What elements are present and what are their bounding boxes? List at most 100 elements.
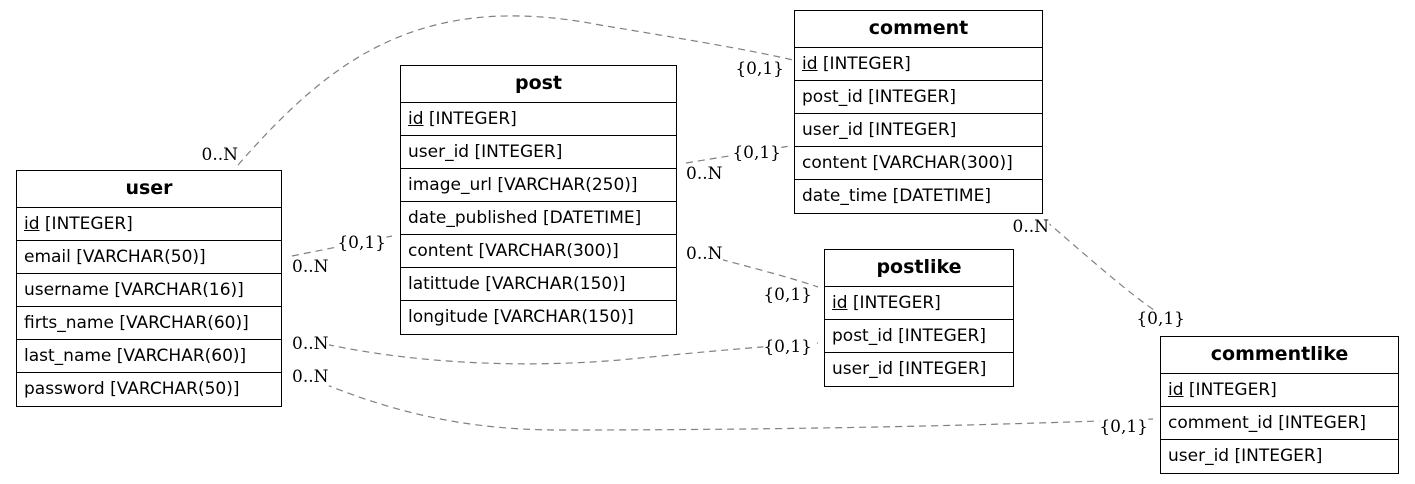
attribute-row-content: content [VARCHAR(300)] xyxy=(795,147,1042,180)
attribute-row-user-id: user_id [INTEGER] xyxy=(825,353,1013,386)
attribute-name: user_id xyxy=(832,359,894,379)
attribute-name: firts_name xyxy=(24,313,114,333)
attribute-type: [VARCHAR(300)] xyxy=(872,153,1013,173)
entity-title: commentlike xyxy=(1161,337,1398,374)
attribute-name: password xyxy=(24,379,105,399)
cardinality-many-label: 0..N xyxy=(1012,217,1049,237)
attribute-type: [INTEGER] xyxy=(898,359,987,379)
cardinality-optional-label: {0,1} xyxy=(735,59,784,79)
attribute-row-id: id [INTEGER] xyxy=(1161,374,1398,407)
attribute-type: [VARCHAR(50)] xyxy=(76,247,206,267)
attribute-name: latittude xyxy=(408,274,480,294)
primary-key-name: id xyxy=(24,214,40,234)
attribute-name: post_id xyxy=(802,87,863,107)
cardinality-many-label: 0..N xyxy=(292,257,329,277)
attribute-name: comment_id xyxy=(1168,413,1273,433)
attribute-row-content: content [VARCHAR(300)] xyxy=(401,235,676,268)
primary-key-name: id xyxy=(802,54,818,74)
attribute-type: [VARCHAR(50)] xyxy=(110,379,240,399)
attribute-type: [DATETIME] xyxy=(892,186,991,206)
attribute-type: [INTEGER] xyxy=(1234,446,1323,466)
attribute-row-post-id: post_id [INTEGER] xyxy=(825,320,1013,353)
entity-title: comment xyxy=(795,11,1042,48)
attribute-type: [INTEGER] xyxy=(898,326,986,346)
cardinality-many-label: 0..N xyxy=(201,145,238,165)
attribute-name: email xyxy=(24,247,71,267)
attribute-name: date_published xyxy=(408,208,538,228)
attribute-name: post_id xyxy=(832,326,893,346)
relationship-user-commentlike xyxy=(291,369,1154,431)
attribute-name: user_id xyxy=(408,142,470,162)
attribute-row-longitude: longitude [VARCHAR(150)] xyxy=(401,301,676,334)
cardinality-many-label: 0..N xyxy=(686,244,723,264)
attribute-type: [INTEGER] xyxy=(474,142,563,162)
relationship-user-postlike xyxy=(291,335,819,365)
attribute-row-date-time: date_time [DATETIME] xyxy=(795,180,1042,213)
cardinality-optional-label: {0,1} xyxy=(763,285,812,305)
attribute-type: [INTEGER] xyxy=(868,87,956,107)
cardinality-many-label: 0..N xyxy=(292,334,329,354)
cardinality-optional-label: {0,1} xyxy=(337,233,386,253)
attribute-row-password: password [VARCHAR(50)] xyxy=(17,373,281,406)
attribute-type: [DATETIME] xyxy=(542,208,642,228)
attribute-row-user-id: user_id [INTEGER] xyxy=(401,136,676,169)
attribute-type: [VARCHAR(300)] xyxy=(478,241,619,261)
attribute-type: [VARCHAR(150)] xyxy=(485,274,626,294)
attribute-name: content xyxy=(408,241,474,261)
primary-key-name: id xyxy=(832,293,848,313)
cardinality-optional-label: {0,1} xyxy=(763,337,812,357)
entity-title: post xyxy=(401,66,676,103)
attribute-type: [VARCHAR(150)] xyxy=(493,307,634,327)
attribute-type: [INTEGER] xyxy=(428,109,517,129)
attribute-row-user-id: user_id [INTEGER] xyxy=(1161,440,1398,473)
attribute-name: user_id xyxy=(802,120,864,140)
attribute-name: last_name xyxy=(24,346,112,366)
attribute-type: [INTEGER] xyxy=(1188,380,1277,400)
attribute-row-id: id [INTEGER] xyxy=(825,287,1013,320)
attribute-name: image_url xyxy=(408,175,492,195)
cardinality-optional-label: {0,1} xyxy=(732,143,781,163)
attribute-name: user_id xyxy=(1168,446,1230,466)
attribute-type: [VARCHAR(60)] xyxy=(116,346,247,366)
attribute-row-username: username [VARCHAR(16)] xyxy=(17,274,281,307)
primary-key-name: id xyxy=(1168,380,1184,400)
attribute-type: [INTEGER] xyxy=(852,293,941,313)
attribute-type: [VARCHAR(16)] xyxy=(114,280,244,300)
attribute-row-id: id [INTEGER] xyxy=(17,208,281,241)
entity-title: user xyxy=(17,171,281,208)
attribute-type: [VARCHAR(60)] xyxy=(119,313,249,333)
attribute-type: [VARCHAR(250)] xyxy=(497,175,638,195)
attribute-name: content xyxy=(802,153,868,173)
attribute-row-comment-id: comment_id [INTEGER] xyxy=(1161,407,1398,440)
attribute-name: date_time xyxy=(802,186,888,206)
attribute-row-user-id: user_id [INTEGER] xyxy=(795,114,1042,147)
cardinality-many-label: 0..N xyxy=(292,367,329,387)
attribute-type: [INTEGER] xyxy=(1278,413,1367,433)
primary-key-name: id xyxy=(408,109,424,129)
cardinality-optional-label: {0,1} xyxy=(1136,309,1185,329)
attribute-row-email: email [VARCHAR(50)] xyxy=(17,241,281,274)
cardinality-optional-label: {0,1} xyxy=(1099,417,1148,437)
cardinality-many-label: 0..N xyxy=(686,164,723,184)
attribute-row-id: id [INTEGER] xyxy=(401,103,676,136)
attribute-row-image-url: image_url [VARCHAR(250)] xyxy=(401,169,676,202)
relationship-comment-commentlike xyxy=(1045,220,1161,315)
attribute-name: username xyxy=(24,280,109,300)
attribute-type: [INTEGER] xyxy=(868,120,957,140)
attribute-row-firts-name: firts_name [VARCHAR(60)] xyxy=(17,307,281,340)
attribute-type: [INTEGER] xyxy=(822,54,911,74)
attribute-row-date-published: date_published [DATETIME] xyxy=(401,202,676,235)
attribute-row-post-id: post_id [INTEGER] xyxy=(795,81,1042,114)
entity-title: postlike xyxy=(825,250,1013,287)
attribute-name: longitude xyxy=(408,307,489,327)
attribute-row-last-name: last_name [VARCHAR(60)] xyxy=(17,340,281,373)
relationship-user-comment xyxy=(237,15,794,166)
attribute-row-id: id [INTEGER] xyxy=(795,48,1042,81)
attribute-row-latittude: latittude [VARCHAR(150)] xyxy=(401,268,676,301)
